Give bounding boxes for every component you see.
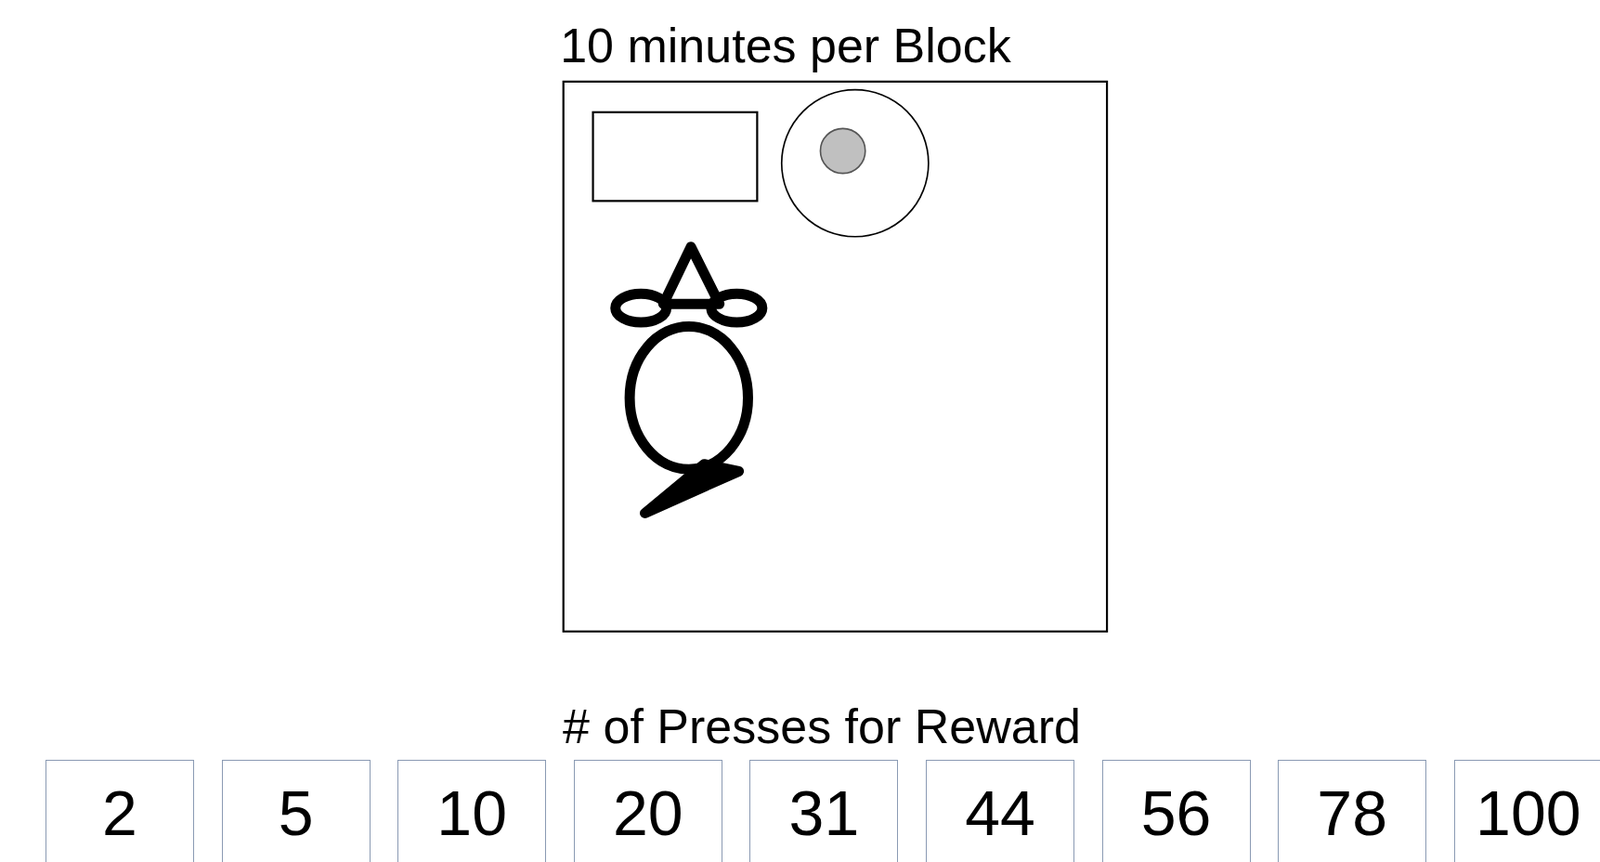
press-count: 31	[750, 780, 898, 845]
rat-ear	[711, 293, 763, 323]
ratio-box: 2	[45, 759, 195, 862]
press-count: 10	[398, 780, 546, 845]
press-count: 56	[1103, 780, 1250, 845]
lever-symbol	[593, 112, 758, 202]
axis-heading: # of Presses for Reward	[562, 702, 1081, 751]
rat-body	[629, 325, 748, 469]
block-title: 10 minutes per Block	[559, 21, 1012, 70]
ratio-box: 78	[1277, 759, 1427, 862]
press-count: 20	[574, 780, 722, 845]
press-count: 44	[926, 780, 1074, 845]
ratio-box: 31	[749, 759, 898, 862]
rat-drawing	[615, 247, 763, 514]
press-count: 2	[46, 780, 194, 845]
ratio-box: 5	[221, 759, 371, 862]
ratio-box: 56	[1102, 759, 1251, 862]
ratio-box: 100	[1454, 759, 1600, 862]
ratio-box: 10	[397, 759, 547, 862]
ratio-box: 20	[573, 759, 723, 862]
food-pellet	[819, 128, 865, 173]
press-count: 78	[1278, 780, 1426, 845]
rat-tail	[645, 464, 740, 514]
rat-head	[663, 247, 719, 305]
ratio-box: 44	[925, 759, 1075, 862]
rat-ear	[615, 293, 667, 323]
press-count: 100	[1455, 780, 1600, 845]
press-count: 5	[222, 780, 370, 845]
food-dispenser	[781, 90, 929, 237]
chamber-outline	[563, 81, 1107, 632]
